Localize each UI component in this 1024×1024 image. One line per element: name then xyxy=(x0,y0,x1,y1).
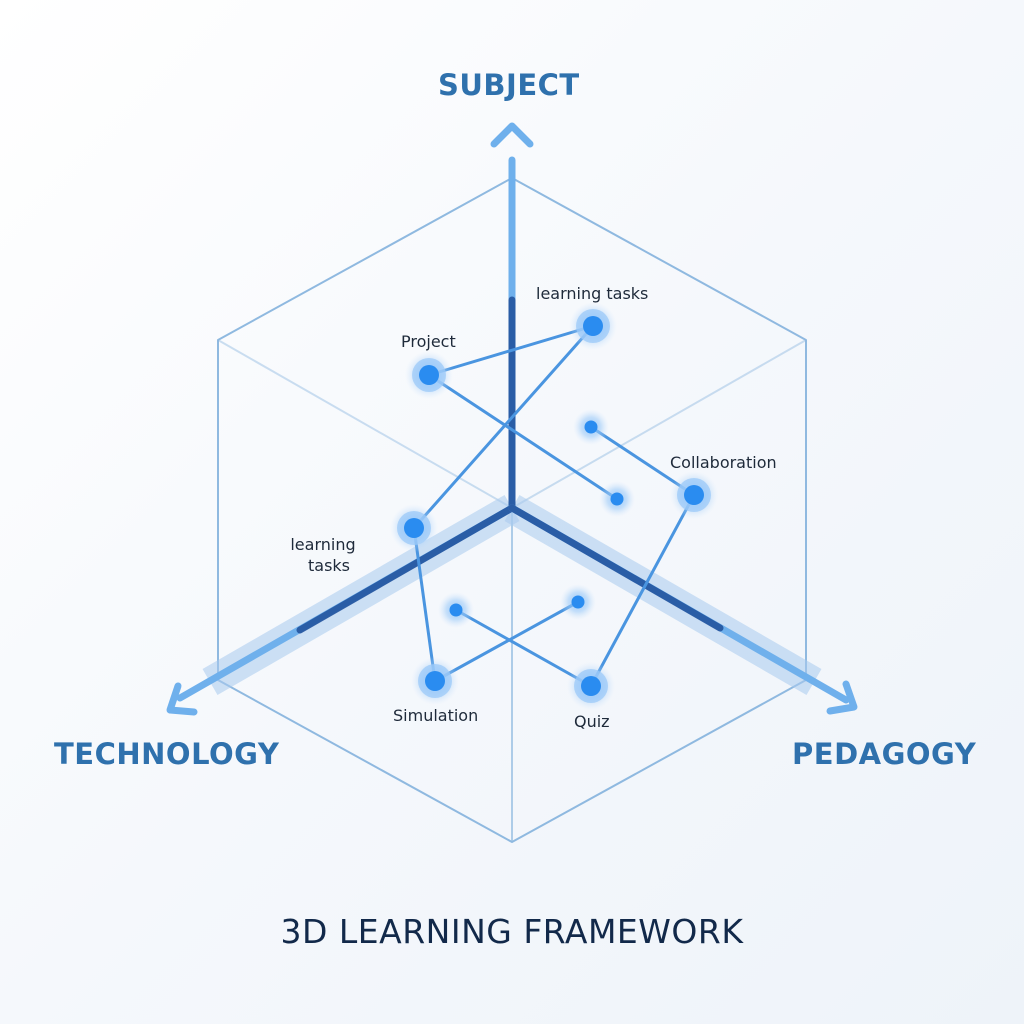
technology-arrowhead-icon xyxy=(166,682,198,716)
node-collaboration[interactable] xyxy=(670,471,718,519)
node-quiz[interactable] xyxy=(567,662,615,710)
node-dot-icon xyxy=(583,316,603,336)
diagram-title: 3D LEARNING FRAMEWORK xyxy=(280,912,744,951)
node-learning-tasks-left[interactable] xyxy=(390,504,438,552)
link-collaboration-quiz xyxy=(589,493,696,688)
node-label-project: Project xyxy=(401,332,456,351)
node-dot-icon xyxy=(425,671,445,691)
arrowheads xyxy=(166,122,858,716)
node-label-learning-tasks-top: learning tasks xyxy=(536,284,649,303)
node-label-learning-tasks-left-line1: learning xyxy=(290,535,356,554)
subject-arrowhead-icon xyxy=(490,122,534,148)
nodes xyxy=(390,302,718,710)
node-simulation[interactable] xyxy=(411,657,459,705)
node-small-a[interactable] xyxy=(573,409,609,445)
link-simulation-small-d xyxy=(433,600,580,683)
node-dot-icon xyxy=(571,595,585,609)
node-small-c[interactable] xyxy=(438,592,474,628)
node-label-learning-tasks-left-line2: tasks xyxy=(307,556,350,575)
pedagogy-arrowhead-icon xyxy=(826,680,858,715)
axis-title-pedagogy: PEDAGOGY xyxy=(792,737,977,771)
link-project-small-b xyxy=(427,373,619,501)
node-links xyxy=(412,324,696,688)
axis-title-subject: SUBJECT xyxy=(438,68,580,102)
link-learning-tasks-left-simulation xyxy=(412,526,437,683)
axis-lines xyxy=(176,156,850,704)
node-learning-tasks-top[interactable] xyxy=(569,302,617,350)
node-label-quiz: Quiz xyxy=(574,712,610,731)
node-label-learning-tasks-left: learning tasks xyxy=(289,534,357,576)
node-label-collaboration: Collaboration xyxy=(670,453,777,472)
node-dot-icon xyxy=(610,492,624,506)
node-dot-icon xyxy=(684,485,704,505)
inner-edge-upper-left xyxy=(217,339,513,509)
node-dot-icon xyxy=(419,365,439,385)
cube-outline xyxy=(217,177,807,843)
axis-title-technology: TECHNOLOGY xyxy=(54,737,280,771)
node-small-d[interactable] xyxy=(560,584,596,620)
node-dot-icon xyxy=(584,420,598,434)
link-small-c-quiz xyxy=(454,608,593,688)
node-project[interactable] xyxy=(405,351,453,399)
link-learning-tasks-top-learning-tasks-left xyxy=(412,324,595,530)
node-dot-icon xyxy=(404,518,424,538)
inner-edge-upper-right xyxy=(511,339,807,509)
node-dot-icon xyxy=(581,676,601,696)
link-project-learning-tasks-top xyxy=(427,324,595,377)
node-dot-icon xyxy=(449,603,463,617)
node-small-b[interactable] xyxy=(599,481,635,517)
node-label-simulation: Simulation xyxy=(393,706,479,725)
